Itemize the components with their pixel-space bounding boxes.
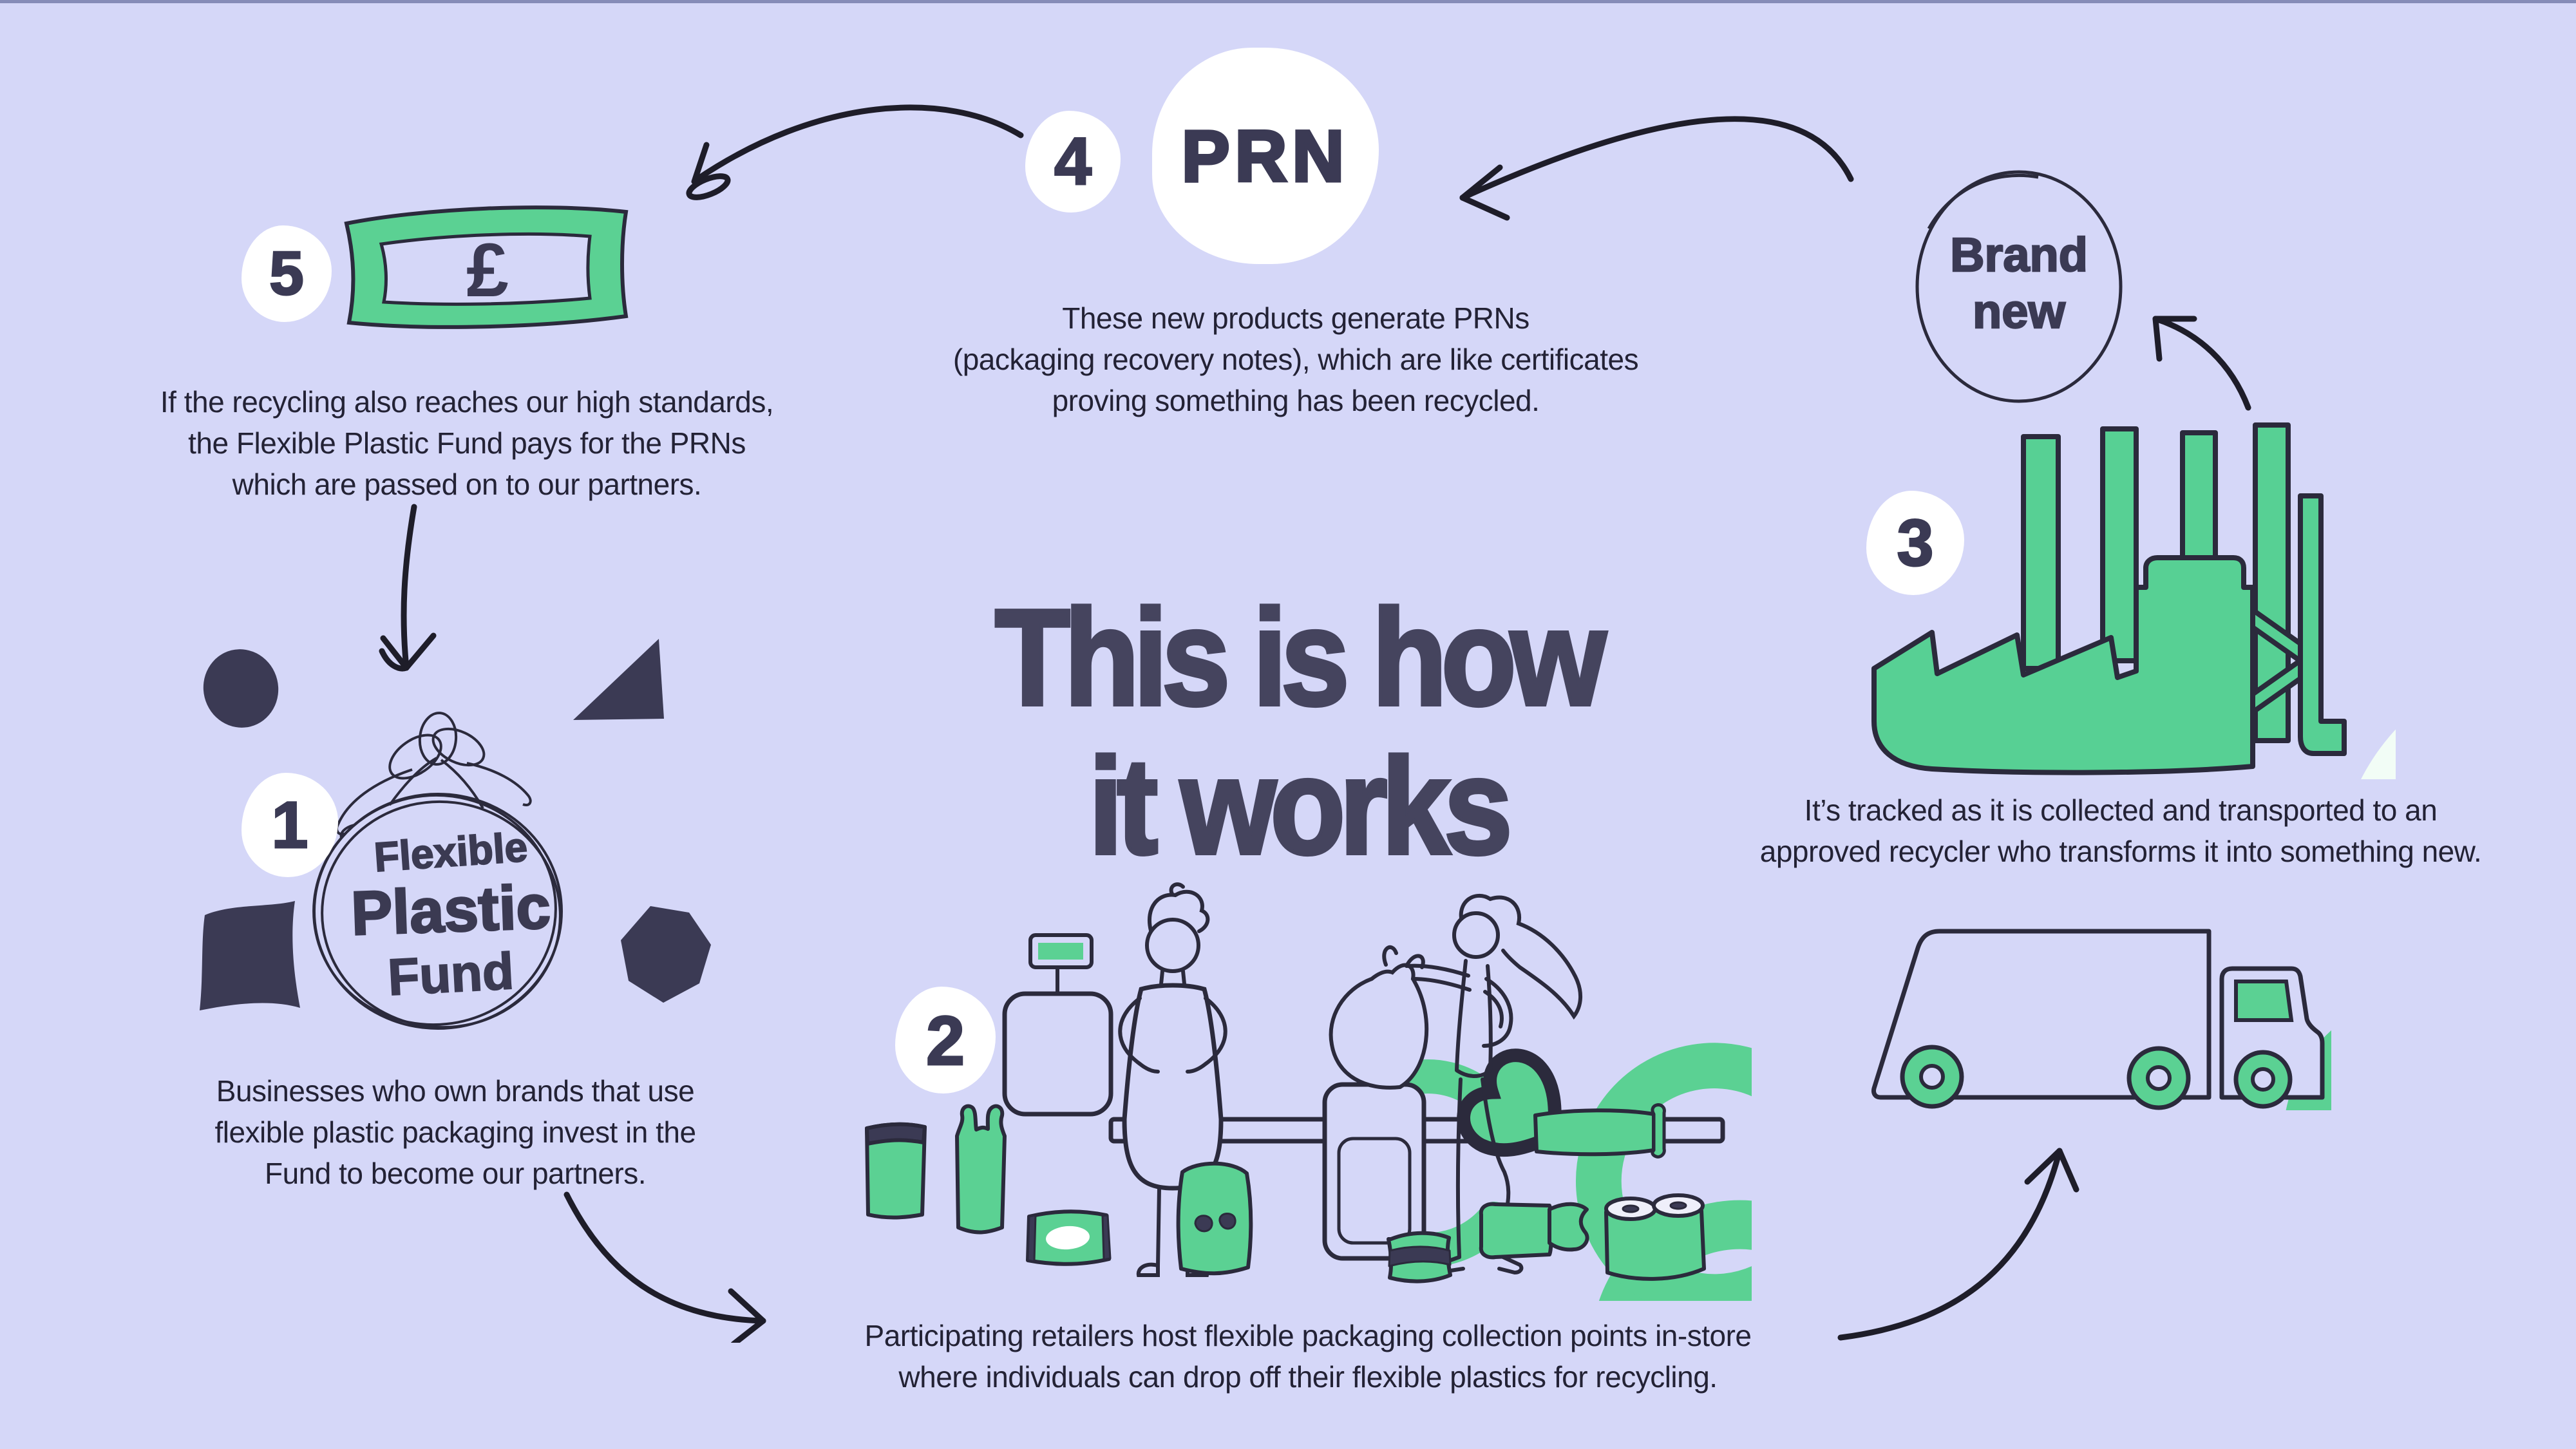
arrow-path <box>1459 116 1854 221</box>
arrow-path <box>564 1191 766 1343</box>
step-4-caption-line: These new products generate PRNs <box>1062 301 1530 335</box>
fund-logo-line3: Fund <box>386 942 516 1007</box>
carrier-bag-icon <box>955 1104 1007 1235</box>
circle-shape <box>203 649 279 728</box>
wipes-pack-icon <box>1026 1209 1112 1266</box>
arrow-1-to-2-icon <box>564 1191 766 1343</box>
arrow-path <box>686 104 1024 200</box>
step-3-number: 3 <box>1896 505 1935 580</box>
pillow-pack-icon <box>1533 1103 1666 1159</box>
page-title: This is how it works <box>936 581 1660 883</box>
factory-chimney <box>2021 434 2061 671</box>
step-1-caption-line: flexible plastic packaging invest in the <box>214 1115 696 1149</box>
step-4-caption: These new products generate PRNs (packag… <box>813 298 1779 421</box>
step-5-number: 5 <box>269 238 305 309</box>
factory-chimney <box>2100 426 2139 663</box>
truck-wheels <box>1900 1045 2293 1110</box>
step-2-caption-line: where individuals can drop off their fle… <box>898 1360 1718 1394</box>
triangle-shape <box>573 639 664 720</box>
store-collection-scene <box>865 882 1752 1301</box>
fund-logo-line2: Plastic <box>349 871 553 949</box>
prn-label: PRN <box>1180 114 1350 198</box>
page-title-line2: it works <box>1087 730 1514 883</box>
brand-new-circle <box>1915 170 2123 403</box>
truck-window <box>2234 980 2294 1022</box>
crisp-packet-icon <box>1387 1231 1452 1283</box>
step-2-number-badge: 2 <box>895 987 996 1094</box>
arrow-2-to-3-icon <box>1837 1148 2079 1341</box>
truck-box <box>1871 929 2211 1100</box>
brand-new-label: Brand new <box>1922 227 2116 340</box>
arrow-path <box>2152 316 2251 411</box>
factory-icon <box>1871 422 2396 779</box>
pound-symbol: £ <box>466 228 509 313</box>
step-2-caption-line: Participating retailers host flexible pa… <box>864 1319 1752 1352</box>
window-top-edge <box>0 0 2576 3</box>
page-title-line1: This is how <box>993 581 1607 734</box>
cash-register-icon <box>1002 933 1113 1117</box>
toilet-roll-pack-icon <box>1604 1193 1706 1281</box>
arrow-factory-to-brandnew-icon <box>2152 316 2251 411</box>
heptagon-shape <box>621 906 711 1003</box>
step-1-number-badge: 1 <box>242 773 338 877</box>
step-5-caption-line: which are passed on to our partners. <box>232 468 702 501</box>
arrow-brandnew-to-prn-icon <box>1459 116 1854 221</box>
step-3-caption: It’s tracked as it is collected and tran… <box>1638 790 2576 872</box>
arrow-prn-to-payment-icon <box>686 104 1024 200</box>
step-3-number-badge: 3 <box>1866 491 1964 595</box>
pound-banknote-icon: £ <box>344 205 629 329</box>
square-shape <box>200 901 300 1010</box>
arrow-path <box>1837 1148 2079 1341</box>
step-5-number-badge: 5 <box>242 225 332 322</box>
pouch-icon <box>865 1122 927 1220</box>
step-5-caption-line: If the recycling also reaches our high s… <box>160 385 774 419</box>
brand-new-line2: new <box>1972 284 2066 339</box>
recycle-icon <box>2373 627 2396 779</box>
step-3-caption-line: approved recycler who transforms it into… <box>1759 835 2482 868</box>
step-2-number: 2 <box>925 1000 965 1080</box>
arrow-path <box>379 504 437 672</box>
coffee-pouch-icon <box>1176 1161 1253 1276</box>
brand-new-line1: Brand <box>1949 227 2088 283</box>
step-1-number: 1 <box>270 787 309 862</box>
flexible-packaging-items <box>865 1103 1706 1283</box>
banknote-inner <box>379 232 592 306</box>
candy-wrap-icon <box>1479 1202 1589 1260</box>
step-4-caption-line: (packaging recovery notes), which are li… <box>952 343 1639 376</box>
step-4-number: 4 <box>1054 123 1093 200</box>
step-1-caption-line: Businesses who own brands that use <box>216 1074 695 1108</box>
truck-icon <box>1871 929 2331 1110</box>
step-3-caption-line: It’s tracked as it is collected and tran… <box>1804 793 2438 827</box>
money-bag-icon <box>312 712 563 1030</box>
step-4-caption-line: proving something has been recycled. <box>1052 384 1540 417</box>
factory-pipe <box>2298 493 2347 756</box>
fund-logo: Flexible Plastic Fund <box>322 823 580 1007</box>
arrow-5-to-1-icon <box>379 504 437 672</box>
step-5-caption: If the recycling also reaches our high s… <box>80 381 853 505</box>
step-2-caption: Participating retailers host flexible pa… <box>825 1315 1791 1397</box>
prn-badge: PRN <box>1152 48 1379 264</box>
step-1-caption: Businesses who own brands that use flexi… <box>69 1070 842 1194</box>
step-1-caption-line: Fund to become our partners. <box>265 1157 647 1190</box>
step-5-caption-line: the Flexible Plastic Fund pays for the P… <box>188 426 746 460</box>
step-4-number-badge: 4 <box>1025 111 1121 213</box>
bag-outline <box>312 712 563 1030</box>
factory-body <box>1871 555 2255 775</box>
